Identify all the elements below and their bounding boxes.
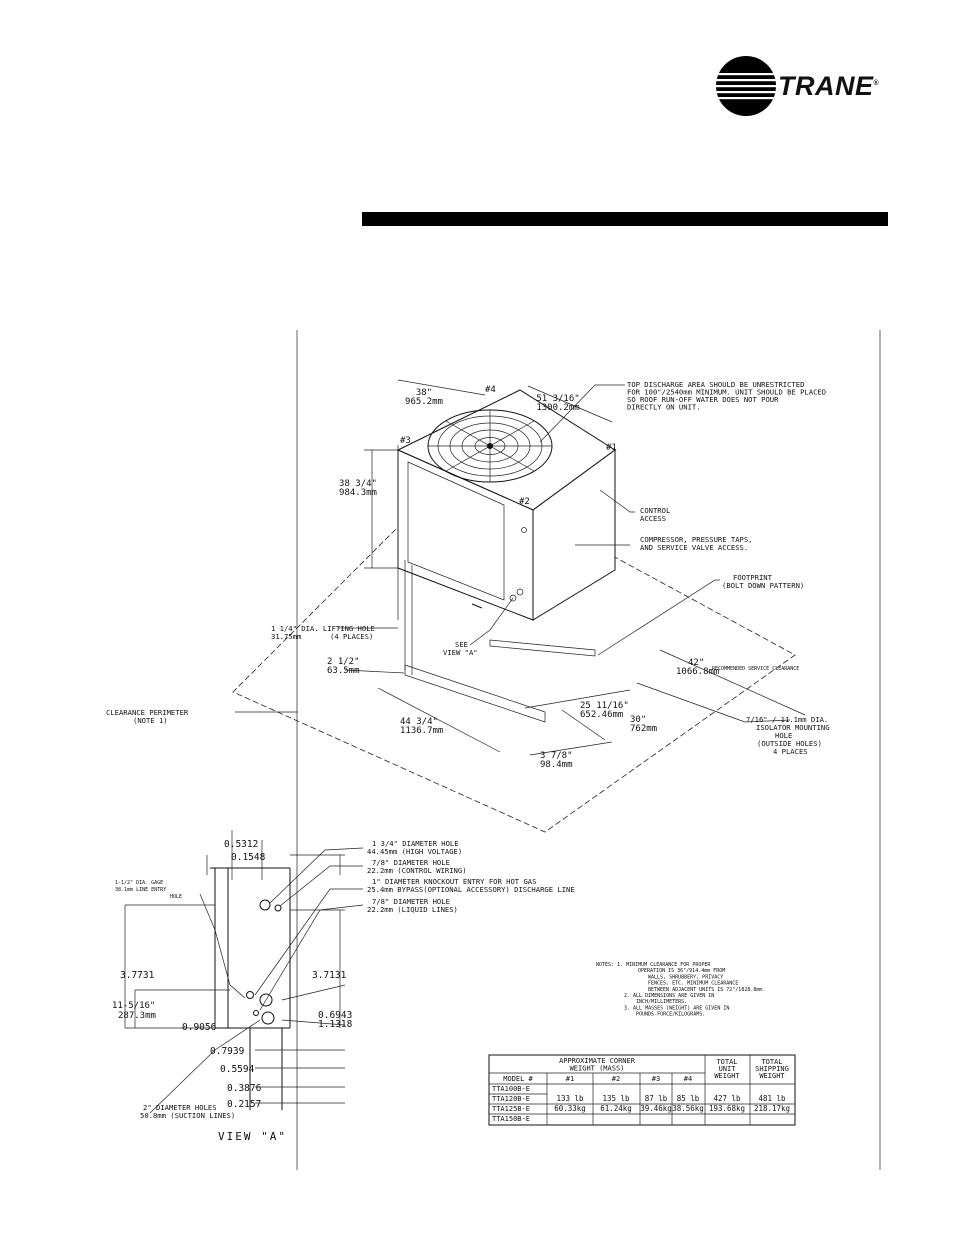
hole-suction-2-icon bbox=[261, 1011, 275, 1025]
table-model-0: TTA100B-E bbox=[492, 1085, 530, 1093]
table-kg-2: 61.24kg bbox=[600, 1104, 632, 1113]
dim-42: 42"1066.8mm bbox=[676, 658, 719, 677]
hole-suction-1-icon bbox=[259, 993, 273, 1007]
dim-2-half: 2 1/2"63.5mm bbox=[327, 657, 360, 676]
recommended-clearance: RECOMMENDED SERVICE CLEARANCE bbox=[712, 666, 799, 672]
dim-51: 51 3/16"1300.2mm bbox=[536, 394, 579, 413]
view-a-dim-8: 0.5594 bbox=[220, 1064, 255, 1075]
view-a-dim-9: 0.3876 bbox=[227, 1083, 262, 1094]
unit-side bbox=[532, 449, 616, 621]
view-a-title: VIEW "A" bbox=[218, 1130, 287, 1143]
notes-block: NOTES: 1. MINIMUM CLEARANCE FOR PROPER O… bbox=[596, 962, 768, 1018]
view-a-drawing bbox=[124, 830, 364, 1114]
table-kg-unit: 193.68kg bbox=[709, 1104, 745, 1113]
view-a-dim-3: 3.7131 bbox=[312, 970, 347, 981]
hole-liquid-icon bbox=[253, 1010, 259, 1016]
corner-2: #2 bbox=[519, 497, 530, 507]
dim-3-7-8: 3 7/8"98.4mm bbox=[540, 751, 573, 770]
fan-hub-icon bbox=[487, 443, 493, 449]
table-lb-2: 135 lb bbox=[602, 1094, 630, 1103]
clearance-perimeter-label: CLEARANCE PERIMETER(NOTE 1) bbox=[106, 708, 189, 725]
hole-high-voltage-icon bbox=[259, 899, 271, 911]
table-lb-shipping: 481 lb bbox=[758, 1094, 786, 1103]
view-a-dim-11: 11-5/16"287.3mm bbox=[112, 1001, 156, 1021]
table-model-1: TTA120B-E bbox=[492, 1095, 530, 1103]
view-a-dim-2: 3.7731 bbox=[120, 970, 155, 981]
hole-control-wiring-icon bbox=[274, 904, 282, 912]
dim-30: 30"762mm bbox=[630, 715, 657, 734]
corner-4: #4 bbox=[485, 385, 496, 395]
rail-back bbox=[489, 639, 596, 657]
table-col-model: MODEL # bbox=[503, 1075, 533, 1083]
unit-isometric bbox=[396, 389, 616, 621]
table-kg-3: 39.46kg bbox=[640, 1104, 672, 1113]
rail-front bbox=[404, 664, 546, 723]
header-rule bbox=[362, 212, 888, 226]
view-a-dim-7: 0.7939 bbox=[210, 1046, 245, 1057]
corner-1: #1 bbox=[606, 443, 617, 453]
dim-44: 44 3/4"1136.7mm bbox=[400, 717, 443, 736]
table-lb-3: 87 lb bbox=[645, 1094, 668, 1103]
table-lb-unit: 427 lb bbox=[713, 1094, 741, 1103]
service-port-icon bbox=[509, 594, 517, 602]
dim-38: 38"965.2mm bbox=[405, 388, 443, 407]
coil-panel bbox=[407, 461, 505, 601]
compressor-access-label: COMPRESSOR, PRESSURE TAPS,AND SERVICE VA… bbox=[640, 535, 753, 552]
trane-globe-logo-icon bbox=[716, 56, 776, 116]
corner-3: #3 bbox=[400, 436, 411, 446]
table-col-2: #2 bbox=[612, 1075, 620, 1083]
view-a-dim-4: 0.9056 bbox=[182, 1022, 217, 1033]
footprint-label: FOOTPRINT(BOLT DOWN PATTERN) bbox=[722, 573, 804, 590]
table-kg-4: 38.56kg bbox=[672, 1104, 704, 1113]
table-kg-1: 60.33kg bbox=[554, 1104, 586, 1113]
dim-25: 25 11/16"652.46mm bbox=[580, 701, 629, 720]
weight-table bbox=[488, 1054, 796, 1126]
table-col-3: #3 bbox=[652, 1075, 660, 1083]
top-discharge-note: TOP DISCHARGE AREA SHOULD BE UNRESTRICTE… bbox=[627, 380, 826, 412]
view-a-dim-10: 0.2157 bbox=[227, 1099, 261, 1110]
view-a-dim-0: 0.5312 bbox=[224, 839, 258, 850]
view-a-dim-6: 1.1318 bbox=[318, 1019, 353, 1030]
table-model-2: TTA125B-E bbox=[492, 1105, 530, 1113]
table-col-1: #1 bbox=[566, 1075, 574, 1083]
dim-height: 38 3/4"984.3mm bbox=[339, 479, 377, 498]
view-a-dim-5: 0.6943 bbox=[318, 1010, 352, 1021]
table-col-4: #4 bbox=[684, 1075, 692, 1083]
table-kg-shipping: 218.17kg bbox=[754, 1104, 790, 1113]
table-model-3: TTA150B-E bbox=[492, 1115, 530, 1123]
table-lb-1: 133 lb bbox=[556, 1094, 584, 1103]
brand-name: TRANE® bbox=[778, 71, 880, 101]
brand-logo: TRANE® bbox=[715, 55, 895, 125]
view-a-dim-1: 0.1548 bbox=[231, 852, 266, 863]
table-lb-4: 85 lb bbox=[677, 1094, 700, 1103]
hole-hot-gas-icon bbox=[246, 991, 254, 999]
